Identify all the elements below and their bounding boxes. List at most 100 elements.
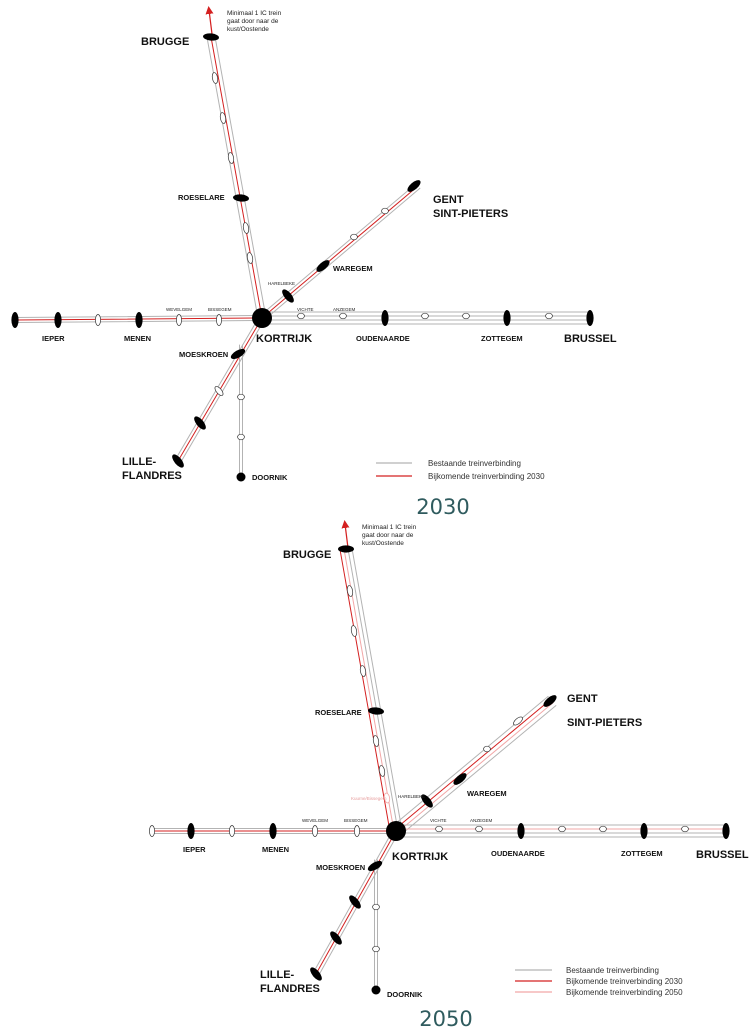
label-bissegem: BISSEGEM xyxy=(344,818,368,823)
legend-item-existing: Bestaande treinverbinding xyxy=(376,459,521,468)
track-lines xyxy=(14,6,591,478)
station-anzegem xyxy=(475,825,483,833)
label-zottegem: ZOTTEGEM xyxy=(481,334,523,343)
station-gent xyxy=(543,695,557,707)
station-zottegem xyxy=(640,823,648,839)
arrow-icon xyxy=(205,6,214,35)
label-flandres: FLANDRES xyxy=(260,983,320,995)
label-oudenaarde: OUDENAARDE xyxy=(356,334,410,343)
station-roeselare xyxy=(233,194,249,202)
station xyxy=(237,433,245,441)
station-anzegem xyxy=(339,312,347,320)
station xyxy=(381,207,389,215)
station-gent xyxy=(407,180,421,192)
label-roeselare: ROESELARE xyxy=(315,708,362,717)
legend-label-2030: Bijkomende treinverbinding 2030 xyxy=(566,977,683,986)
station-waregem xyxy=(453,773,467,785)
station xyxy=(599,825,607,833)
line-brugge xyxy=(347,548,399,832)
station xyxy=(681,825,689,833)
station-harelbeke xyxy=(421,794,433,808)
line-gent xyxy=(396,702,554,834)
station xyxy=(359,665,367,677)
label-gent: GENT xyxy=(567,693,598,705)
ic-note-line-2: gaat door naar de xyxy=(362,532,414,539)
station-brugge xyxy=(338,545,354,553)
station-roeselare xyxy=(368,707,384,715)
station xyxy=(95,314,101,326)
station-waregem xyxy=(316,260,330,272)
station xyxy=(558,825,566,833)
label-brugge: BRUGGE xyxy=(141,36,189,48)
station xyxy=(513,716,523,726)
label-brussel: BRUSSEL xyxy=(564,333,617,345)
station-brussel xyxy=(586,310,594,326)
label-wevelgem: WEVELGEM xyxy=(166,307,192,312)
label-lille: LILLE- xyxy=(122,456,157,468)
station-brugge xyxy=(203,33,219,41)
line-gent xyxy=(399,705,557,837)
label-kuurne-bissegem: Kuurne/Bissegem xyxy=(351,796,387,801)
stations xyxy=(149,545,730,995)
station xyxy=(545,312,553,320)
label-doornik: DOORNIK xyxy=(252,473,288,482)
legend-label-existing: Bestaande treinverbinding xyxy=(566,966,659,975)
line-brugge xyxy=(343,548,395,832)
station xyxy=(346,585,354,597)
label-menen: MENEN xyxy=(124,334,151,343)
label-zottegem: ZOTTEGEM xyxy=(621,849,663,858)
station xyxy=(242,222,250,234)
station xyxy=(194,416,206,430)
map-2050: Minimaal 1 IC trein gaat door naar de ku… xyxy=(149,520,749,1031)
legend-item-2030: Bijkomende treinverbinding 2030 xyxy=(376,472,545,481)
track-lines xyxy=(151,520,727,991)
legend: Bestaande treinverbinding Bijkomende tre… xyxy=(515,966,683,997)
station-bissegem xyxy=(216,314,222,326)
label-moeskroen: MOESKROEN xyxy=(179,350,228,359)
line-brugge xyxy=(214,35,267,318)
year-label-2030: 2030 xyxy=(416,495,469,519)
label-menen: MENEN xyxy=(262,845,289,854)
station-ieper xyxy=(54,312,62,328)
legend: Bestaande treinverbinding Bijkomende tre… xyxy=(376,459,545,481)
station-kuurne-bissegem xyxy=(383,792,391,804)
station xyxy=(462,312,470,320)
station-menen xyxy=(135,312,143,328)
station-wevelgem xyxy=(176,314,182,326)
label-anzegem: ANZEGEM xyxy=(470,818,493,823)
station-moeskroen xyxy=(367,860,383,872)
label-harelbeke: HARELBEKE xyxy=(268,281,295,286)
label-doornik: DOORNIK xyxy=(387,990,423,999)
label-gent: GENT xyxy=(433,194,464,206)
label-waregem: WAREGEM xyxy=(467,789,507,798)
line-gent xyxy=(263,187,421,321)
ic-note-line-3: kust/Oostende xyxy=(362,540,404,547)
station-lille xyxy=(172,454,184,468)
year-label-2050: 2050 xyxy=(419,1007,472,1031)
line-brugge xyxy=(210,36,263,319)
station xyxy=(350,625,358,637)
label-ieper: IEPER xyxy=(183,845,206,854)
station xyxy=(372,903,380,911)
label-kortrijk: KORTRIJK xyxy=(256,333,312,345)
legend-label-existing: Bestaande treinverbinding xyxy=(428,459,521,468)
label-brugge: BRUGGE xyxy=(283,549,331,561)
label-brussel: BRUSSEL xyxy=(696,849,749,861)
station xyxy=(237,393,245,401)
legend-label-2050: Bijkomende treinverbinding 2050 xyxy=(566,988,683,997)
station-oudenaarde xyxy=(517,823,525,839)
station-vichte xyxy=(297,312,305,320)
station-lille xyxy=(310,967,322,981)
station-vichte xyxy=(435,825,443,833)
arrow-icon xyxy=(341,520,350,549)
legend-item-2050: Bijkomende treinverbinding 2050 xyxy=(515,988,683,997)
label-waregem: WAREGEM xyxy=(333,264,373,273)
station-kortrijk xyxy=(252,308,272,328)
label-ieper: IEPER xyxy=(42,334,65,343)
label-harelbeke: HARELBEKE xyxy=(398,794,425,799)
label-wevelgem: WEVELGEM xyxy=(302,818,328,823)
label-sint-pieters: SINT-PIETERS xyxy=(567,717,642,729)
station-zottegem xyxy=(503,310,511,326)
station xyxy=(349,895,361,909)
